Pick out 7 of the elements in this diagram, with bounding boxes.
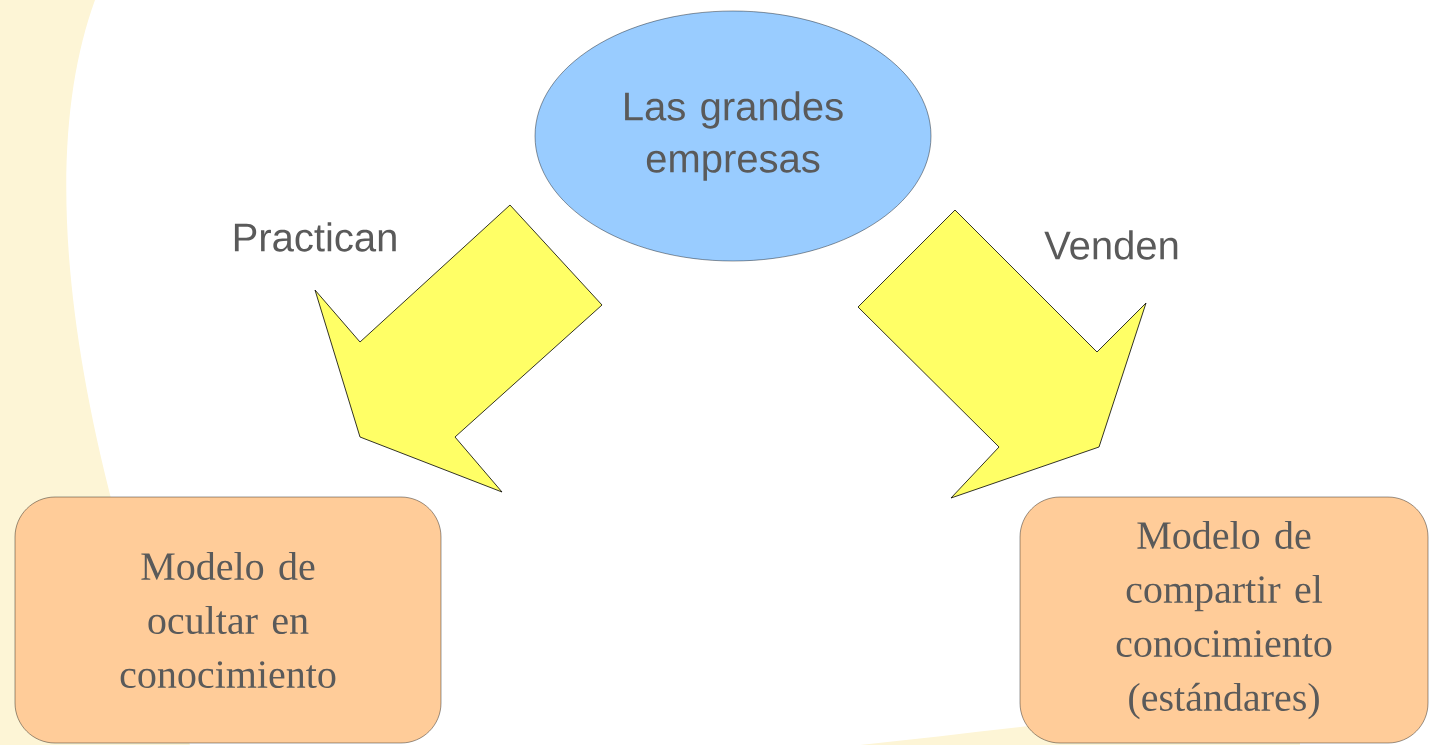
ellipse-node: Las grandes empresas <box>534 10 932 262</box>
edge-label: Venden <box>1044 230 1178 260</box>
block-arrow <box>857 209 1147 499</box>
rounded-box: Modelo de compartir el conocimiento (estándares) <box>1019 496 1429 744</box>
edge-label: Practican <box>234 222 396 252</box>
rounded-box: Modelo de ocultar en conocimiento <box>14 496 442 744</box>
block-arrow <box>314 204 603 493</box>
